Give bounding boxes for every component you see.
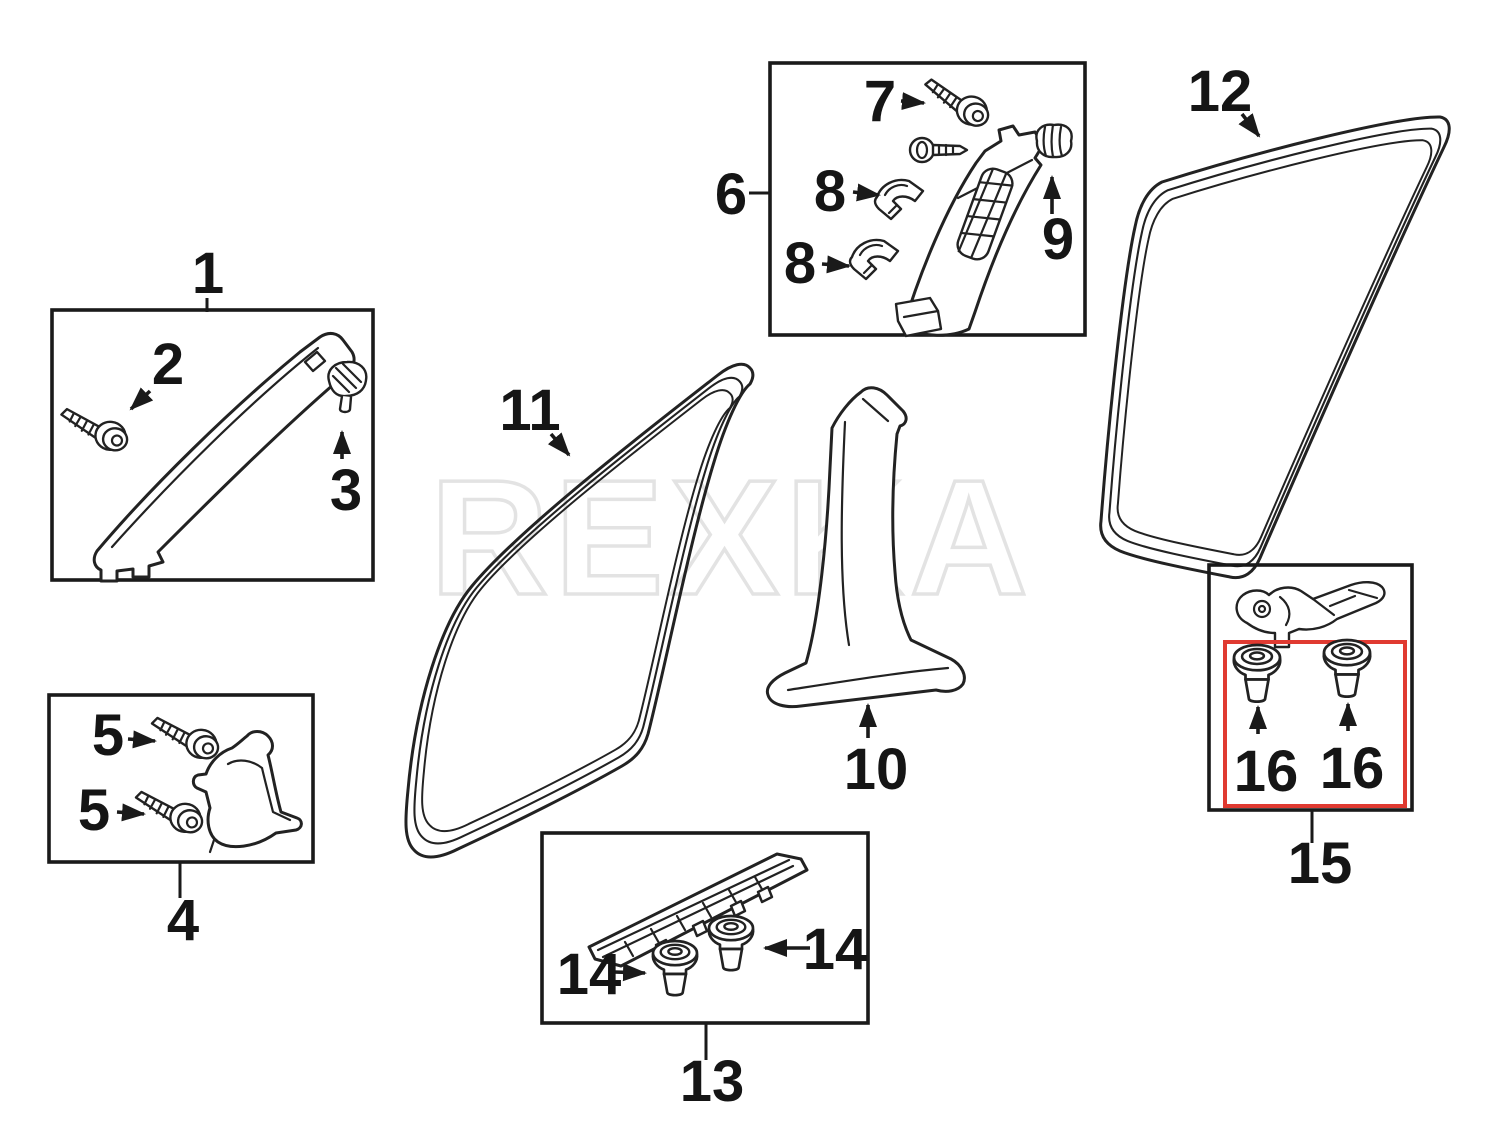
callout-label-6: 6 [715,162,747,227]
callout-label-11: 11 [499,378,560,443]
callout-arrow-2 [129,387,154,411]
callout-arrow-8a [852,183,881,202]
group-part-15: 15 16 16 [1207,563,1414,896]
grommet-drawing-9 [1035,123,1073,159]
callout-arrow-11 [547,432,571,457]
callout-label-1: 1 [192,241,224,306]
callout-label-16b: 16 [1320,736,1385,801]
callout-label-3: 3 [330,458,362,523]
door-seal-drawing-11: 11 [404,362,755,859]
group-part-6: 6 7 8 8 [715,61,1087,338]
callout-label-13: 13 [680,1049,745,1114]
bracket-drawing-15 [1235,581,1386,649]
callout-label-7: 7 [864,69,896,134]
callout-label-9: 9 [1042,207,1074,272]
group-part-1: 1 2 3 [50,241,375,583]
callout-label-8b: 8 [784,231,816,296]
kick-bracket-drawing-4 [191,730,303,854]
callout-label-5b: 5 [78,778,110,843]
callout-arrow-12 [1238,112,1261,138]
watermark-text: REXKA [430,446,1034,629]
callout-label-4: 4 [167,888,199,953]
callout-label-10: 10 [844,737,909,802]
group-part-4: 4 5 5 [47,693,315,953]
sill-garnish-drawing-13 [587,852,809,968]
b-pillar-upper-trim-drawing [894,124,1045,338]
callout-arrow-7 [900,92,926,111]
grommet-drawing-3 [327,360,368,414]
group-box-1 [50,308,375,582]
group-part-13: 13 14 14 [540,831,870,1114]
callout-arrow-8b [821,255,851,274]
callout-label-5a: 5 [92,703,124,768]
callout-label-2: 2 [152,332,184,397]
callout-label-8a: 8 [814,159,846,224]
red-highlight-box [1223,640,1407,808]
callout-arrow-5a [127,730,157,749]
callout-arrow-5b [116,803,146,822]
callout-label-15: 15 [1288,831,1353,896]
callout-arrow-14a [613,963,647,982]
b-pillar-lower-trim-drawing: 10 [765,386,966,802]
callout-label-14a: 14 [557,942,622,1007]
door-seal-drawing-12: 12 [1099,59,1451,580]
callout-label-16a: 16 [1234,739,1299,804]
callout-label-14b: 14 [803,917,868,982]
screw-drawing-6b [908,136,969,164]
callout-label-12: 12 [1188,59,1253,124]
